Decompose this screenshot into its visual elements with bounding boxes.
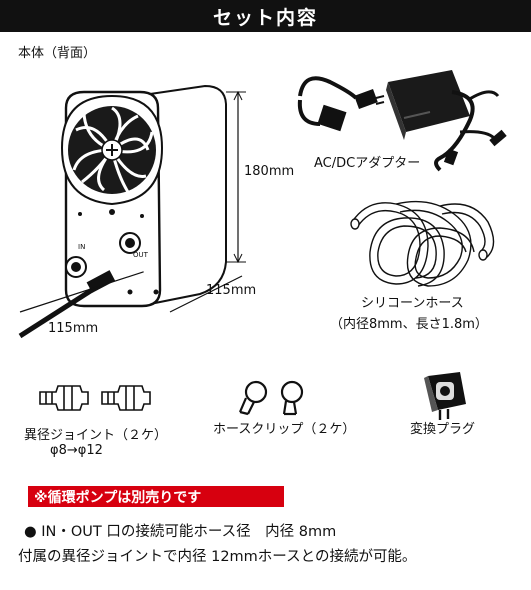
depth-dimension: 115mm <box>206 283 257 298</box>
joint-spec: φ8→φ12 <box>50 443 103 458</box>
bullet-icon: ● <box>24 524 37 540</box>
hose-diameter-note: ● IN・OUT 口の接続可能ホース径 内径 8mm <box>24 520 336 541</box>
main-unit-label: 本体（背面） <box>18 46 97 61</box>
height-dimension: 180mm <box>244 164 295 179</box>
port-out-label: OUT <box>133 251 148 259</box>
page-title: セット内容 <box>212 6 318 29</box>
width-dimension: 115mm <box>48 321 99 336</box>
hose-label: シリコーンホース <box>361 296 464 311</box>
plug-label: 変換プラグ <box>410 422 476 437</box>
joint-connection-note: 付属の異径ジョイントで内径 12mmホースとの接続が可能。 <box>18 549 417 565</box>
pump-sold-separately-notice: ※循環ポンプは別売りです <box>28 486 284 507</box>
page-header: セット内容 <box>0 0 531 32</box>
joint-label: 異径ジョイント（２ケ） <box>24 428 168 443</box>
note-line-1: IN・OUT 口の接続可能ホース径 内径 8mm <box>41 524 337 540</box>
hose-spec: （内径8mm、長さ1.8m） <box>330 317 488 332</box>
clip-label: ホースクリップ（２ケ） <box>213 422 356 437</box>
adapter-label: AC/DCアダプター <box>314 156 421 171</box>
notice-label: ※循環ポンプは別売りです <box>34 489 202 506</box>
port-in-label: IN <box>78 243 86 251</box>
